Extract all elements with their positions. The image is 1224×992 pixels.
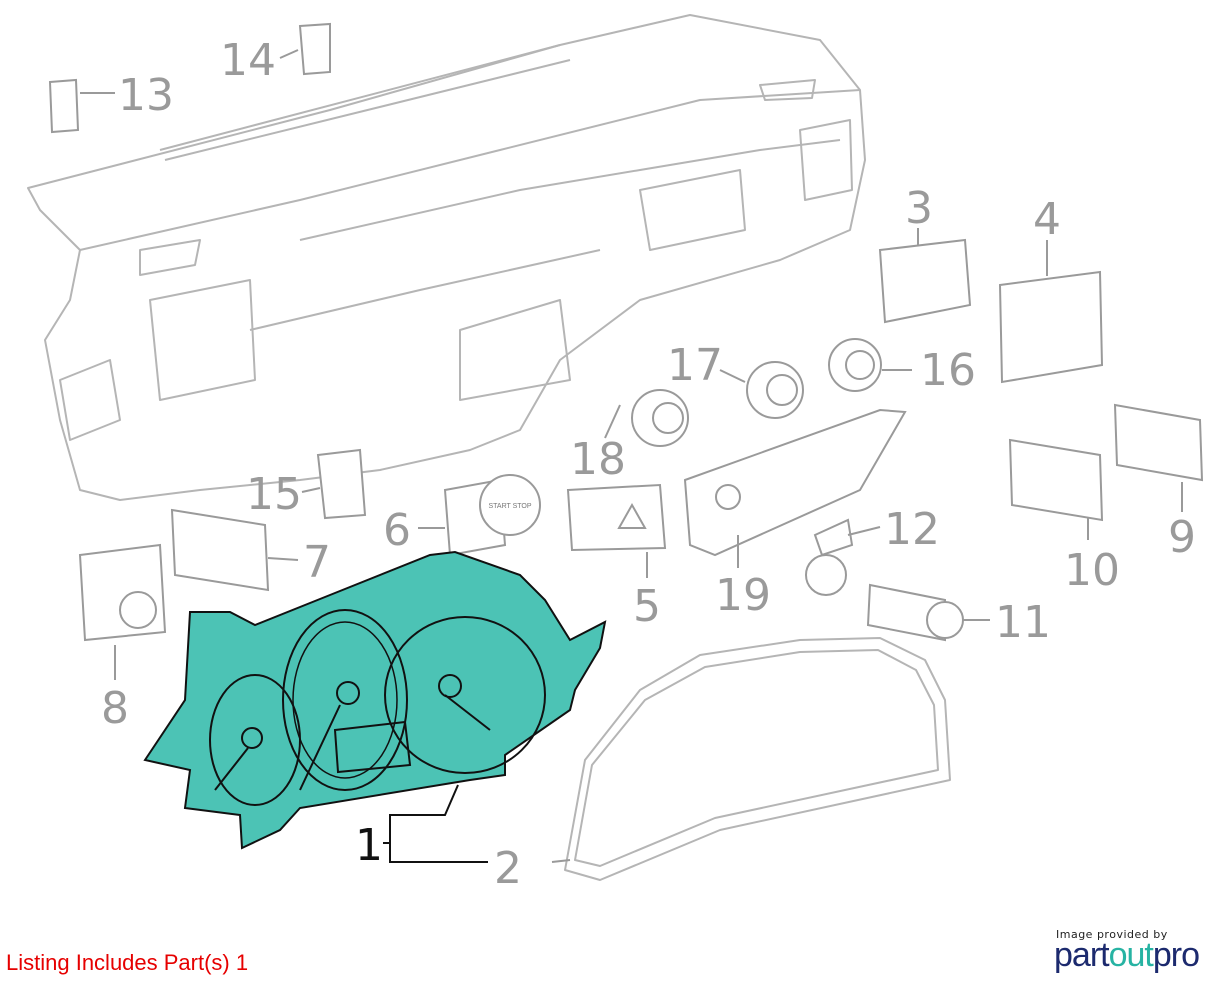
callout-11[interactable]: 11 bbox=[995, 597, 1051, 648]
part-15-connector[interactable] bbox=[316, 448, 367, 520]
callout-5[interactable]: 5 bbox=[633, 581, 661, 632]
part-2-cluster-lens[interactable] bbox=[564, 637, 951, 881]
cluster-body bbox=[143, 550, 607, 850]
part-4-switch[interactable] bbox=[998, 270, 1104, 384]
logo-part: part bbox=[1054, 936, 1110, 974]
part-10-switch[interactable] bbox=[1008, 438, 1104, 522]
part-17-knob[interactable] bbox=[746, 361, 804, 419]
callouts: 14 13 3 4 17 16 18 15 6 7 12 10 9 19 5 1… bbox=[101, 35, 1196, 894]
callout-10[interactable]: 10 bbox=[1064, 545, 1120, 596]
leader-lines bbox=[80, 49, 1183, 863]
part-11-socket[interactable] bbox=[866, 583, 964, 642]
part-18-knob[interactable] bbox=[631, 389, 689, 447]
part-9-switch[interactable] bbox=[1113, 403, 1204, 482]
image-credit-text: Image provided by bbox=[1056, 928, 1168, 941]
part-19-panel[interactable] bbox=[683, 408, 907, 557]
callout-1[interactable]: 1 bbox=[355, 820, 383, 871]
part-5-hazard-switch[interactable] bbox=[566, 483, 667, 552]
callout-7[interactable]: 7 bbox=[303, 537, 331, 588]
partoutpro-logo: partoutpro bbox=[1054, 936, 1200, 975]
part-12-socket[interactable] bbox=[805, 518, 854, 596]
part-13-clip[interactable] bbox=[48, 78, 80, 134]
part-6-start-button[interactable]: START STOP bbox=[443, 474, 541, 557]
callout-13[interactable]: 13 bbox=[118, 70, 174, 121]
logo-pro: pro bbox=[1152, 936, 1200, 974]
part-16-knob[interactable] bbox=[828, 338, 882, 392]
part-8-mirror-switch[interactable] bbox=[78, 543, 167, 642]
dashboard-panel bbox=[27, 14, 866, 501]
callout-17[interactable]: 17 bbox=[667, 340, 723, 391]
callout-12[interactable]: 12 bbox=[884, 504, 940, 555]
callout-16[interactable]: 16 bbox=[920, 345, 976, 396]
part-7-switch[interactable] bbox=[170, 508, 270, 592]
start-stop-label: START STOP bbox=[488, 503, 531, 510]
listing-includes-text: Listing Includes Part(s) 1 bbox=[6, 950, 249, 975]
logo-out: out bbox=[1108, 936, 1154, 974]
callout-15[interactable]: 15 bbox=[246, 469, 302, 520]
callout-2[interactable]: 2 bbox=[494, 843, 522, 894]
part-14-clip[interactable] bbox=[298, 22, 331, 76]
callout-9[interactable]: 9 bbox=[1168, 512, 1196, 563]
callout-18[interactable]: 18 bbox=[570, 434, 626, 485]
part-3-switch[interactable] bbox=[878, 238, 972, 324]
callout-19[interactable]: 19 bbox=[715, 570, 771, 621]
callout-14[interactable]: 14 bbox=[220, 35, 276, 86]
callout-6[interactable]: 6 bbox=[383, 505, 411, 556]
part-1-instrument-cluster[interactable] bbox=[143, 550, 607, 850]
callout-4[interactable]: 4 bbox=[1033, 194, 1061, 245]
callout-3[interactable]: 3 bbox=[905, 183, 933, 234]
callout-8[interactable]: 8 bbox=[101, 683, 129, 734]
